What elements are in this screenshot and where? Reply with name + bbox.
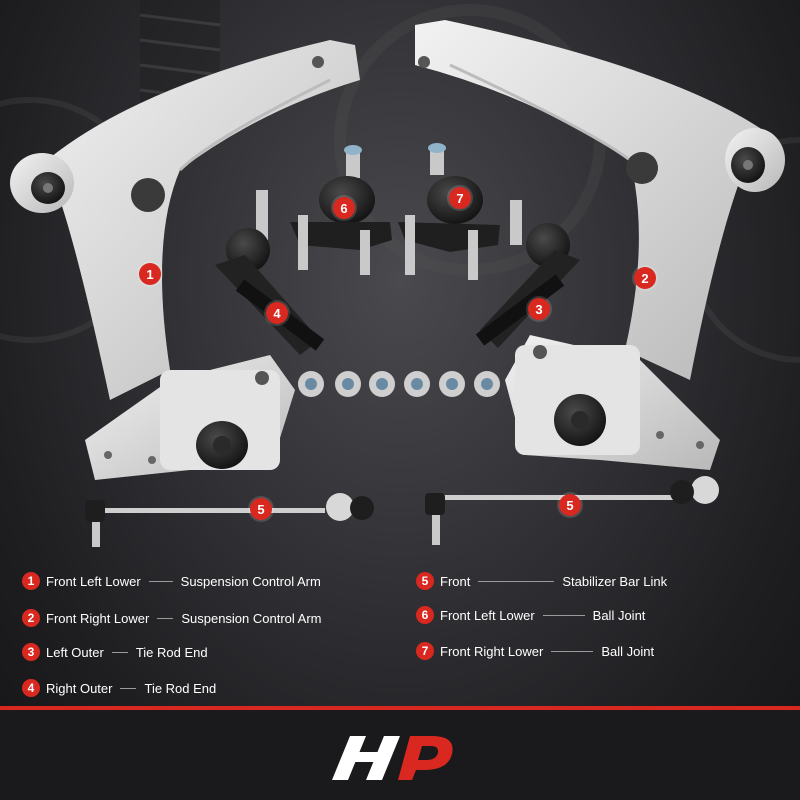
legend-number: 5	[416, 572, 434, 590]
lock-nuts	[298, 371, 500, 397]
tie-rod-end-right	[475, 200, 580, 348]
legend-part: Ball Joint	[592, 607, 646, 623]
marker-1: 1	[139, 263, 161, 285]
legend-leader-line	[478, 580, 555, 582]
legend-number: 2	[22, 609, 40, 627]
tie-rod-end-left	[215, 190, 325, 355]
legend-leader-line	[551, 650, 594, 652]
legend-item-7: 7 Front Right Lower Ball Joint	[416, 640, 654, 662]
footer-bar	[0, 710, 800, 800]
ball-joint-right	[398, 143, 500, 280]
legend-position: Right Outer	[46, 680, 113, 696]
legend-position: Left Outer	[46, 644, 104, 660]
a-premium-logo-icon	[332, 736, 453, 780]
legend-item-3: 3 Left Outer Tie Rod End	[22, 641, 208, 663]
legend-part: Stabilizer Bar Link	[562, 573, 668, 589]
legend-position: Front Right Lower	[440, 643, 544, 659]
legend-leader-line	[148, 580, 173, 582]
legend-item-4: 4 Right Outer Tie Rod End	[22, 677, 216, 699]
legend-part: Tie Rod End	[135, 644, 208, 660]
legend-position: Front Right Lower	[46, 610, 150, 626]
legend-number: 3	[22, 643, 40, 661]
legend-item-6: 6 Front Left Lower Ball Joint	[416, 604, 645, 626]
parts-photo	[0, 4, 800, 547]
legend-leader-line	[111, 651, 128, 653]
legend-position: Front Left Lower	[440, 607, 535, 623]
marker-5-right: 5	[559, 494, 581, 516]
legend-leader-line	[157, 617, 174, 619]
legend-item-5: 5 Front Stabilizer Bar Link	[416, 570, 667, 592]
stabilizer-link-right	[425, 476, 719, 545]
legend-leader-line	[542, 614, 585, 616]
marker-7: 7	[449, 187, 471, 209]
legend-part: Ball Joint	[601, 643, 655, 659]
legend-part: Suspension Control Arm	[181, 610, 322, 626]
legend-number: 4	[22, 679, 40, 697]
stabilizer-link-left	[85, 493, 374, 547]
footer-accent-line	[0, 706, 800, 710]
legend-item-2: 2 Front Right Lower Suspension Control A…	[22, 607, 322, 629]
marker-2: 2	[634, 267, 656, 289]
marker-6: 6	[333, 197, 355, 219]
legend-part: Suspension Control Arm	[180, 573, 321, 589]
marker-3: 3	[528, 298, 550, 320]
legend-position: Front	[440, 573, 471, 589]
marker-5-left: 5	[250, 498, 272, 520]
legend-position: Front Left Lower	[46, 573, 141, 589]
legend-number: 6	[416, 606, 434, 624]
legend-leader-line	[120, 687, 137, 689]
left-control-arm	[10, 40, 360, 480]
legend-number: 7	[416, 642, 434, 660]
marker-4: 4	[266, 302, 288, 324]
legend-number: 1	[22, 572, 40, 590]
right-control-arm	[415, 20, 785, 470]
legend-item-1: 1 Front Left Lower Suspension Control Ar…	[22, 570, 321, 592]
legend-part: Tie Rod End	[144, 680, 217, 696]
